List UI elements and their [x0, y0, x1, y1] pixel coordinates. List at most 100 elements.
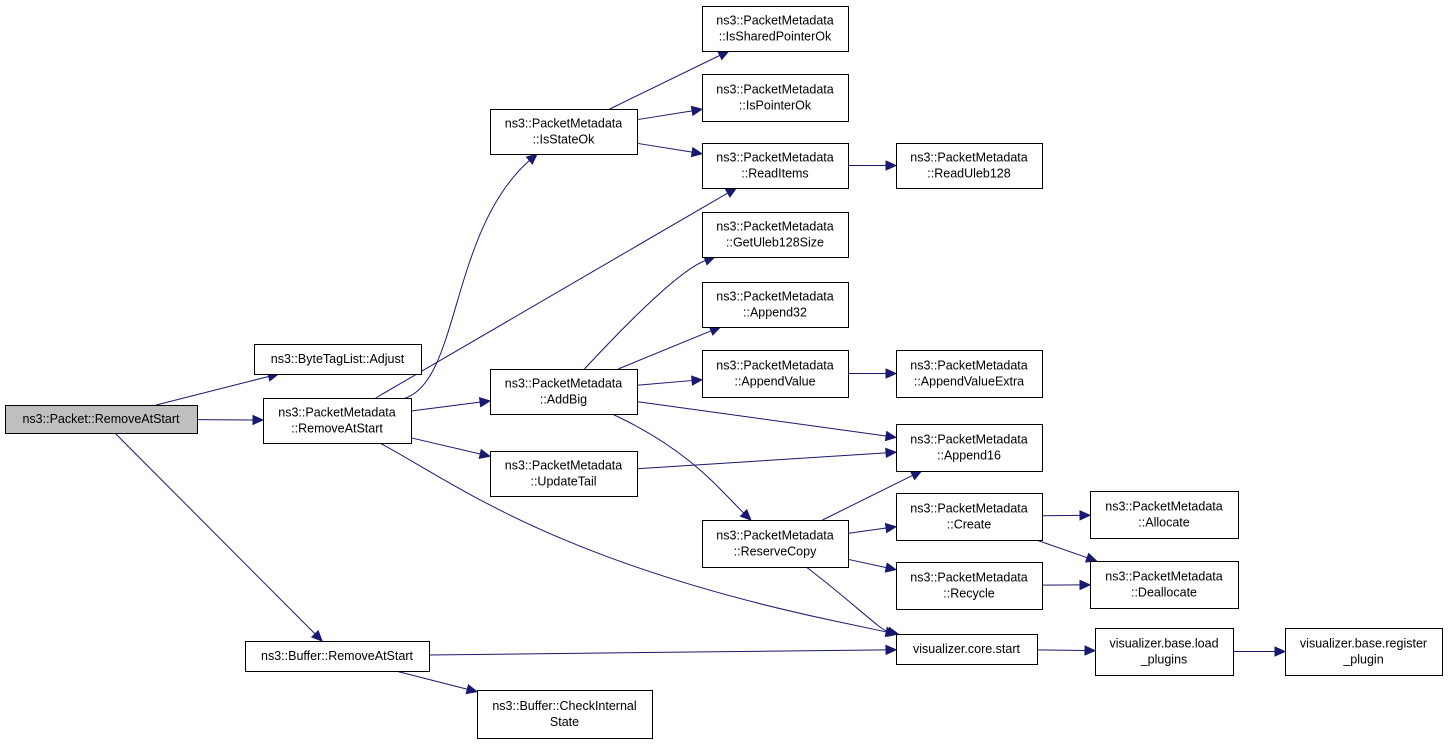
function-node[interactable]: ns3::PacketMetadata::AppendValueExtra	[896, 350, 1043, 398]
arrowhead-icon	[525, 153, 538, 165]
arrowhead-icon	[717, 50, 730, 61]
function-node[interactable]: ns3::PacketMetadata::ReadUleb128	[896, 143, 1043, 189]
call-edge	[410, 401, 481, 412]
function-node[interactable]: ns3::PacketMetadata::Recycle	[896, 562, 1043, 610]
function-node-label: ns3::Buffer::CheckInternal	[492, 699, 636, 713]
function-node[interactable]: ns3::PacketMetadata::Allocate	[1090, 491, 1239, 539]
function-node[interactable]: ns3::PacketMetadata::ReadItems	[702, 143, 849, 189]
function-node-label: ns3::PacketMetadata	[910, 433, 1027, 447]
function-node-label: ::ReadItems	[741, 167, 808, 181]
function-node-box	[896, 634, 1038, 665]
function-node-box	[490, 369, 638, 415]
function-node-label: ::Allocate	[1138, 516, 1189, 530]
call-edge	[410, 437, 481, 455]
function-node[interactable]: ns3::PacketMetadata::IsPointerOk	[702, 74, 849, 122]
function-node-label: ::ReadUleb128	[927, 167, 1010, 181]
function-node-box	[1285, 628, 1443, 676]
function-node[interactable]: ns3::PacketMetadata::Append16	[896, 424, 1043, 472]
function-node-label: _plugins	[1140, 653, 1188, 667]
call-edge	[636, 401, 887, 437]
function-node-label: visualizer.base.load	[1109, 637, 1218, 651]
function-node-label: State	[550, 715, 579, 729]
call-edge	[636, 380, 693, 386]
function-node[interactable]: ns3::PacketMetadata::ReserveCopy	[702, 520, 849, 568]
arrowhead-icon	[465, 683, 479, 695]
function-node[interactable]: ns3::PacketMetadata::Deallocate	[1090, 561, 1239, 609]
function-node-label: ::IsStateOk	[533, 133, 596, 147]
function-node-label: ns3::PacketMetadata	[505, 117, 622, 131]
function-node[interactable]: visualizer.base.register_plugin	[1285, 628, 1443, 676]
function-node-box	[702, 212, 849, 258]
function-node[interactable]: visualizer.core.start	[896, 634, 1038, 665]
function-node-box	[702, 6, 849, 52]
arrowhead-icon	[1079, 510, 1092, 521]
call-edge	[114, 432, 316, 635]
function-node-label: ns3::PacketMetadata	[910, 359, 1027, 373]
function-node[interactable]: ns3::PacketMetadata::AddBig	[490, 369, 638, 415]
call-edge	[611, 413, 745, 514]
arrowhead-icon	[885, 644, 898, 656]
function-node-label: ns3::PacketMetadata	[1105, 500, 1222, 514]
function-node[interactable]: ns3::PacketMetadata::UpdateTail	[490, 451, 638, 497]
function-node-box	[896, 493, 1043, 541]
function-node-label: ns3::PacketMetadata	[505, 459, 622, 473]
function-node-label: visualizer.base.register	[1300, 637, 1427, 651]
function-node[interactable]: ns3::PacketMetadata::Append32	[702, 282, 849, 328]
function-node-label: ns3::PacketMetadata	[910, 151, 1027, 165]
function-node-label: ns3::PacketMetadata	[716, 529, 833, 543]
function-node[interactable]: ns3::Buffer::RemoveAtStart	[245, 641, 430, 672]
function-node[interactable]: ns3::PacketMetadata::RemoveAtStart	[263, 398, 412, 444]
arrowhead-icon	[691, 375, 704, 386]
function-node-box	[896, 562, 1043, 610]
call-edge	[847, 527, 887, 534]
function-node[interactable]: ns3::PacketMetadata::GetUleb128Size	[702, 212, 849, 258]
call-edge	[584, 260, 706, 370]
function-node-box	[245, 641, 430, 672]
arrowhead-icon	[690, 105, 704, 117]
function-node-label: ns3::PacketMetadata	[278, 406, 395, 420]
function-node-label: ::RemoveAtStart	[291, 422, 383, 436]
arrowhead-icon	[478, 448, 492, 460]
arrowhead-icon	[885, 160, 898, 171]
call-edge	[375, 192, 728, 399]
arrowhead-icon	[478, 397, 492, 408]
function-node[interactable]: ns3::PacketMetadata::IsStateOk	[490, 109, 638, 155]
arrowhead-icon	[885, 447, 898, 459]
function-node-box	[1095, 628, 1234, 676]
function-node-box	[1090, 561, 1239, 609]
call-edge	[636, 110, 693, 121]
function-node-box	[702, 143, 849, 189]
function-node-label: ns3::Packet::RemoveAtStart	[22, 412, 180, 426]
function-node-label: ::Recycle	[943, 587, 994, 601]
function-node-box	[702, 282, 849, 328]
arrowhead-icon	[885, 368, 898, 379]
function-node-label: ns3::PacketMetadata	[716, 151, 833, 165]
call-edge	[636, 452, 887, 470]
function-node-label: ::AppendValue	[734, 375, 815, 389]
function-node[interactable]: ns3::PacketMetadata::AppendValue	[702, 350, 849, 398]
arrowhead-icon	[739, 508, 752, 521]
function-node-label: ::ReserveCopy	[734, 545, 817, 559]
arrowhead-icon	[909, 470, 923, 481]
function-node-box	[896, 350, 1043, 398]
arrowhead-icon	[252, 414, 265, 426]
function-node-box	[263, 398, 412, 444]
function-node[interactable]: ns3::Packet::RemoveAtStart	[5, 405, 198, 434]
call-edge	[1036, 649, 1086, 651]
call-edge	[805, 566, 889, 633]
function-node[interactable]: ns3::PacketMetadata::IsSharedPointerOk	[702, 6, 849, 52]
call-edge	[395, 670, 468, 690]
function-node-label: ns3::PacketMetadata	[505, 377, 622, 391]
function-node[interactable]: ns3::ByteTagList::Adjust	[254, 344, 422, 375]
call-edge	[428, 649, 887, 656]
function-node[interactable]: visualizer.base.load _plugins	[1095, 628, 1234, 676]
function-node[interactable]: ns3::PacketMetadata::Create	[896, 493, 1043, 541]
function-node-label: ns3::PacketMetadata	[716, 220, 833, 234]
arrowhead-icon	[1084, 552, 1098, 563]
function-node-box	[5, 405, 198, 434]
function-node-box	[896, 143, 1043, 189]
arrowhead-icon	[1084, 645, 1097, 656]
function-node-label: ns3::PacketMetadata	[1105, 570, 1222, 584]
